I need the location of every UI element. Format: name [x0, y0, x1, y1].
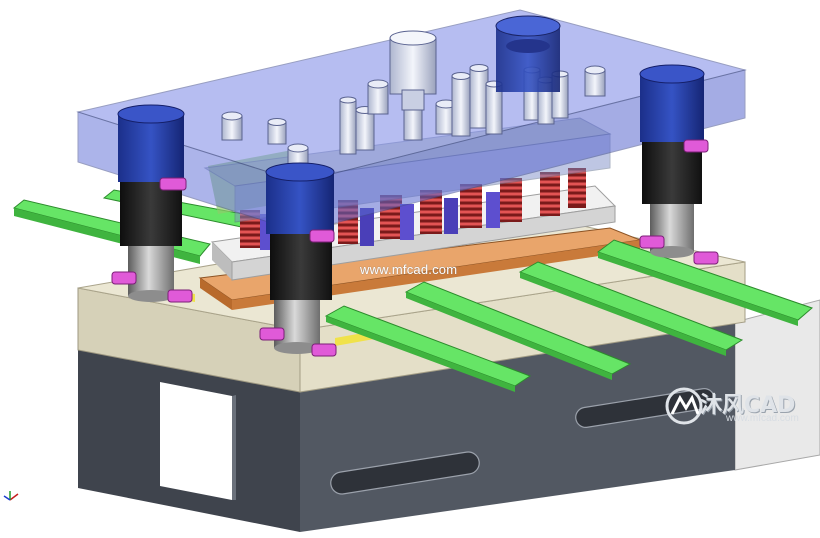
guide-bushing-upper: [495, 15, 561, 92]
guide-post-rear-left: [117, 104, 185, 302]
guide-post-rear-right: [639, 64, 705, 258]
cap-screw: [469, 64, 489, 129]
cap-screw: [451, 72, 471, 137]
mfcad-logo-icon: [665, 387, 703, 425]
clamps: [111, 139, 719, 357]
cap-screw: [367, 79, 389, 115]
clamp: [311, 343, 337, 357]
axis-triad-icon: [3, 491, 19, 501]
punch: [400, 204, 414, 240]
guide-rail: [598, 252, 798, 326]
spring: [540, 172, 560, 216]
cap-screw: [339, 96, 357, 155]
shank-bushing: [389, 30, 437, 111]
cap-screw: [221, 111, 243, 141]
guide-rail: [520, 272, 726, 356]
clamp: [309, 229, 335, 243]
punch: [360, 208, 374, 246]
mounting-slot: [330, 451, 480, 495]
punch: [444, 198, 458, 234]
logo-url-text: www.mfcad.com: [726, 413, 799, 424]
mfcad-logo: 沐风CAD www.mfcad.com: [662, 384, 812, 428]
guide-rail: [404, 281, 632, 375]
cap-screw: [584, 65, 606, 97]
cap-screw: [267, 118, 287, 145]
clamp: [111, 271, 137, 285]
clamp: [683, 139, 709, 153]
guide-rail: [326, 316, 515, 392]
spring: [500, 178, 522, 222]
clamp: [159, 177, 187, 191]
clamp: [167, 289, 193, 303]
springs: [240, 168, 586, 248]
clamp: [259, 327, 285, 341]
clamp: [639, 235, 665, 249]
logo-brand-text: 沐风CAD: [700, 393, 796, 418]
punches: [260, 192, 500, 250]
guide-post-front-left: [265, 162, 335, 354]
clamp: [693, 251, 719, 265]
guide-rail: [324, 305, 532, 387]
cap-screw: [485, 80, 503, 135]
guide-rail: [406, 292, 612, 380]
watermark-site-text: www.mfcad.com: [360, 262, 458, 277]
punch: [486, 192, 500, 228]
